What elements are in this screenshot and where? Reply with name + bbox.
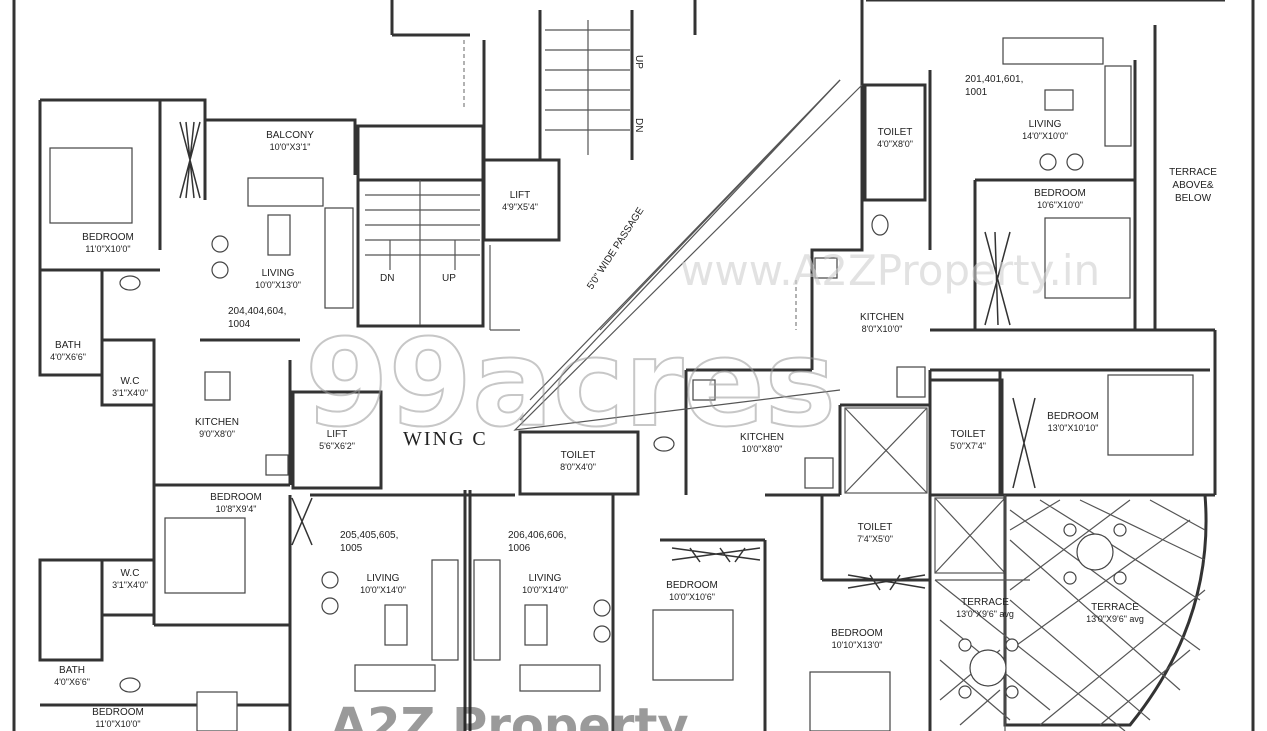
- window-hatches: [179, 121, 1036, 591]
- room-bath-1-dim: 4'0"X6'6": [50, 352, 86, 362]
- dashed-lines: [463, 40, 797, 330]
- room-bedroom-1: BEDROOM: [82, 232, 134, 243]
- stair2-dn-label: DN: [633, 118, 644, 132]
- room-living-2-dim: 10'0"X14'0": [360, 585, 406, 595]
- room-kitchen-2: KITCHEN: [740, 432, 784, 443]
- walls: [12, 0, 1255, 731]
- watermark-footer: A2Z Property: [330, 698, 689, 731]
- room-bedroom-7: BEDROOM: [1047, 411, 1099, 422]
- unit-201-label: 201,401,601,: [965, 74, 1023, 85]
- unit-201-label-2: 1001: [965, 87, 988, 98]
- passage-lines: [489, 79, 863, 431]
- room-lift-1-dim: 5'6"X6'2": [319, 441, 355, 451]
- watermark-site: www.A2ZProperty.in: [680, 246, 1100, 295]
- room-bath-1: BATH: [55, 340, 81, 351]
- room-toilet-2: TOILET: [858, 522, 893, 533]
- room-living-1-dim: 10'0"X13'0": [255, 280, 301, 290]
- room-toilet-4: TOILET: [951, 429, 986, 440]
- unit-204-label-2: 1004: [228, 319, 251, 330]
- room-bedroom-4-dim: 10'0"X10'6": [669, 592, 715, 602]
- room-living-3-dim: 10'0"X14'0": [522, 585, 568, 595]
- room-wc-2: W.C: [121, 568, 140, 579]
- room-bedroom-5-dim: 10'10"X13'0": [832, 640, 883, 650]
- room-bedroom-6-dim: 10'6"X10'0": [1037, 200, 1083, 210]
- terrace-above-1: TERRACE: [1169, 167, 1217, 178]
- room-bedroom-3: BEDROOM: [92, 707, 144, 718]
- room-toilet-1-dim: 8'0"X4'0": [560, 462, 596, 472]
- room-bedroom-3-dim: 11'0"X10'0": [95, 719, 140, 729]
- terrace-area: [934, 493, 1208, 731]
- room-kitchen-3: KITCHEN: [860, 312, 904, 323]
- room-kitchen-2-dim: 10'0"X8'0": [742, 444, 783, 454]
- room-lift-1: LIFT: [327, 429, 348, 440]
- room-living-1: LIVING: [262, 268, 295, 279]
- room-terrace-1-dim: 13'0"X9'6" avg: [956, 609, 1014, 619]
- room-wc-2-dim: 3'1"X4'0": [112, 580, 148, 590]
- stair-treads: [365, 20, 630, 325]
- terrace-above-2: ABOVE&: [1172, 180, 1213, 191]
- room-lift-2-dim: 4'9"X5'4": [502, 202, 538, 212]
- furniture: [49, 37, 1194, 731]
- stair-dn-label: DN: [380, 273, 394, 284]
- room-bedroom-2: BEDROOM: [210, 492, 262, 503]
- room-wc-1-dim: 3'1"X4'0": [112, 388, 148, 398]
- room-bedroom-5: BEDROOM: [831, 628, 883, 639]
- wing-title: WING C: [403, 428, 488, 450]
- room-toilet-1: TOILET: [561, 450, 596, 461]
- terrace-above-3: BELOW: [1175, 193, 1212, 204]
- stair-up-label: UP: [442, 273, 456, 284]
- room-bedroom-6: BEDROOM: [1034, 188, 1086, 199]
- room-bath-2-dim: 4'0"X6'6": [54, 677, 90, 687]
- room-wc-1: W.C: [121, 376, 140, 387]
- room-balcony: BALCONY: [266, 130, 314, 141]
- unit-205-label: 205,405,605,: [340, 530, 398, 541]
- room-toilet-3: TOILET: [878, 127, 913, 138]
- room-kitchen-1: KITCHEN: [195, 417, 239, 428]
- watermark-brand: 99acres: [305, 315, 836, 454]
- room-kitchen-1-dim: 9'0"X8'0": [199, 429, 235, 439]
- room-toilet-3-dim: 4'0"X8'0": [877, 139, 913, 149]
- room-terrace-2: TERRACE: [1091, 602, 1139, 613]
- unit-204-label: 204,404,604,: [228, 306, 286, 317]
- passage-label: 5'0" WIDE PASSAGE: [585, 205, 646, 291]
- room-balcony-dim: 10'0"X3'1": [270, 142, 311, 152]
- unit-206-label-2: 1006: [508, 543, 531, 554]
- room-terrace-2-dim: 13'0"X9'6" avg: [1086, 614, 1144, 624]
- room-terrace-1: TERRACE: [961, 597, 1009, 608]
- room-toilet-2-dim: 7'4"X5'0": [857, 534, 893, 544]
- room-living-2: LIVING: [367, 573, 400, 584]
- room-bedroom-7-dim: 13'0"X10'10": [1048, 423, 1099, 433]
- room-bath-2: BATH: [59, 665, 85, 676]
- room-kitchen-3-dim: 8'0"X10'0": [862, 324, 903, 334]
- unit-206-label: 206,406,606,: [508, 530, 566, 541]
- room-bedroom-2-dim: 10'8"X9'4": [216, 504, 257, 514]
- room-living-4: LIVING: [1029, 119, 1062, 130]
- room-toilet-4-dim: 5'0"X7'4": [950, 441, 986, 451]
- room-bedroom-1-dim: 11'0"X10'0": [85, 244, 130, 254]
- room-living-4-dim: 14'0"X10'0": [1022, 131, 1068, 141]
- stair2-up-label: UP: [633, 55, 644, 69]
- room-lift-2: LIFT: [510, 190, 531, 201]
- unit-205-label-2: 1005: [340, 543, 363, 554]
- room-living-3: LIVING: [529, 573, 562, 584]
- room-bedroom-4: BEDROOM: [666, 580, 718, 591]
